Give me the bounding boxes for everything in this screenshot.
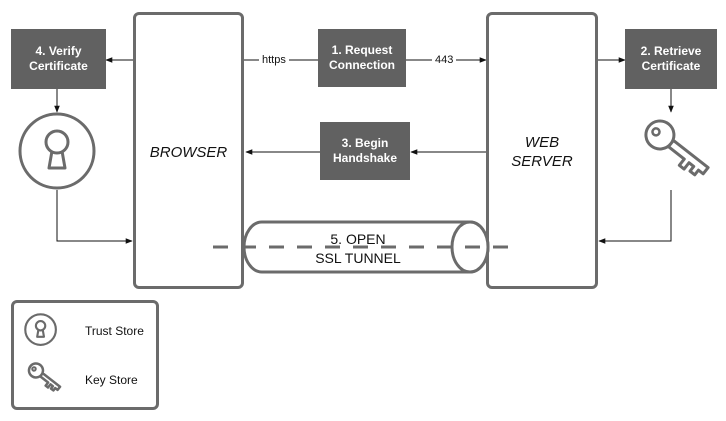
tunnel-label-line1: 5. OPEN bbox=[330, 231, 386, 247]
edge-key-to-server bbox=[598, 190, 672, 244]
keyhole-icon bbox=[18, 112, 96, 190]
browser-label: BROWSER bbox=[149, 144, 228, 161]
web-server-label-line2: SERVER bbox=[511, 153, 573, 170]
web-server-box bbox=[486, 12, 598, 289]
step-verify-certificate: 4. Verify Certificate bbox=[11, 29, 106, 89]
step-handshake-line2: Handshake bbox=[332, 151, 398, 165]
step-request-connection: 1. Request Connection bbox=[318, 29, 406, 87]
legend-label-trust-store: Trust Store bbox=[85, 324, 144, 338]
step-retrieve-certificate: 2. Retrieve Certificate bbox=[625, 29, 717, 89]
step-retrieve-line1: 2. Retrieve bbox=[640, 44, 702, 58]
step-verify-line2: Certificate bbox=[29, 59, 88, 73]
legend-label-key-store: Key Store bbox=[85, 373, 138, 387]
web-server-label-line1: WEB bbox=[524, 134, 560, 151]
legend-keyhole-icon bbox=[24, 313, 57, 346]
key-icon bbox=[644, 119, 710, 177]
step-request-line2: Connection bbox=[329, 58, 395, 72]
step-request-line1: 1. Request bbox=[331, 43, 393, 57]
tunnel-label-line2: SSL TUNNEL bbox=[315, 250, 401, 266]
step-handshake-line1: 3. Begin bbox=[341, 136, 389, 150]
step-verify-line1: 4. Verify bbox=[35, 44, 82, 58]
edge-label-443: 443 bbox=[432, 53, 457, 67]
step-begin-handshake: 3. Begin Handshake bbox=[320, 122, 410, 180]
edge-label-https: https bbox=[259, 53, 289, 67]
edge-keyhole-to-browser bbox=[56, 190, 133, 244]
step-retrieve-line2: Certificate bbox=[641, 59, 701, 73]
browser-box bbox=[133, 12, 244, 289]
legend-key-icon bbox=[27, 362, 62, 392]
